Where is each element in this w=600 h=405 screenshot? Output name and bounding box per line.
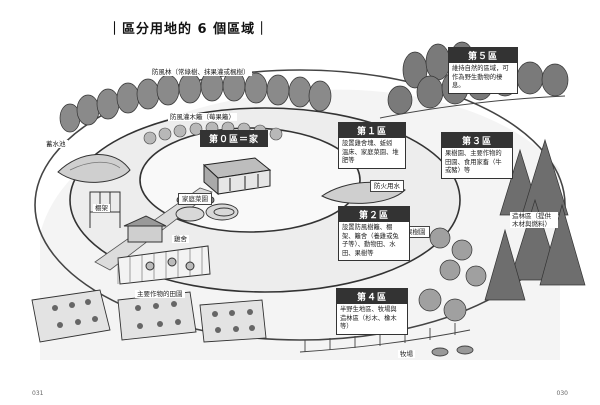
label-timber-forest: 造林區（提供木材與燃料） [510, 212, 558, 229]
chicken-coop [117, 215, 211, 285]
zone-4-title: 第４區 [337, 289, 407, 304]
label-pasture: 牧場 [398, 350, 415, 359]
label-fire-water: 防火用水 [370, 180, 404, 193]
page-title: ｜區分用地的 6 個區域｜ [108, 22, 270, 37]
orchard-trees [418, 227, 487, 322]
label-main-crop-field: 主要作物的田園 [135, 290, 185, 299]
zone-3-callout: 第３區 果樹園、主要作物的 田園、食用家畜（牛 或豬）等 [441, 132, 513, 179]
windbreak-trees [59, 70, 332, 133]
zone-5-title: 第５區 [449, 48, 517, 63]
label-windbreak-forest: 防風林（常綠樹、抹果灌或楓樹） [150, 68, 252, 77]
label-chicken-coop: 雞舍 [172, 235, 189, 244]
label-trellis: 棚架 [93, 204, 110, 213]
main-crop-field [31, 289, 267, 343]
zone-4-callout: 第４區 半野生地區、牧場與 造林區（杉木、橡木 等） [336, 288, 408, 335]
zone-3-title: 第３區 [442, 133, 512, 148]
zone-2-text: 設置防風樹籬、棚 架、籬舍（養雞或兔 子等）、動物田、水 田、果樹等 [342, 224, 399, 257]
zone-1-callout: 第１區 設置雞舍塊、蚯蚓 溫床、家庭菜園、堆 肥等 [338, 122, 406, 169]
zone-5-callout: 第５區 維持自然的區域，可 作為野生動物的棲 息。 [448, 47, 518, 94]
zone-5-text: 維持自然的區域，可 作為野生動物的棲 息。 [452, 65, 509, 89]
zone-3-text: 果樹園、主要作物的 田園、食用家畜（牛 或豬）等 [445, 150, 502, 174]
pond [57, 154, 131, 183]
label-windbreak-shrub: 防風灌木籬（莓果籬） [168, 113, 237, 122]
page-number-left: 031 [32, 390, 44, 397]
label-home-garden: 家庭菜園 [178, 193, 212, 206]
zone-0-header: 第０區＝家 [200, 130, 268, 147]
house [202, 157, 272, 196]
zone-4-text: 半野生地區、牧場與 造林區（杉木、橡木 等） [340, 306, 397, 330]
title-bar-left: ｜ [108, 22, 123, 37]
zone-2-callout: 第２區 設置防風樹籬、棚 架、籬舍（養雞或兔 子等）、動物田、水 田、果樹等 [338, 206, 410, 261]
timber-forest [484, 138, 586, 301]
pasture [299, 323, 474, 357]
zone-2-title: 第２區 [339, 207, 409, 222]
title-bar-right: ｜ [255, 22, 270, 37]
zone-1-text: 設置雞舍塊、蚯蚓 溫床、家庭菜園、堆 肥等 [342, 140, 399, 164]
label-pond: 蓄水池 [44, 140, 68, 149]
page-number-right: 030 [556, 390, 568, 397]
zone-1-title: 第１區 [339, 123, 405, 138]
